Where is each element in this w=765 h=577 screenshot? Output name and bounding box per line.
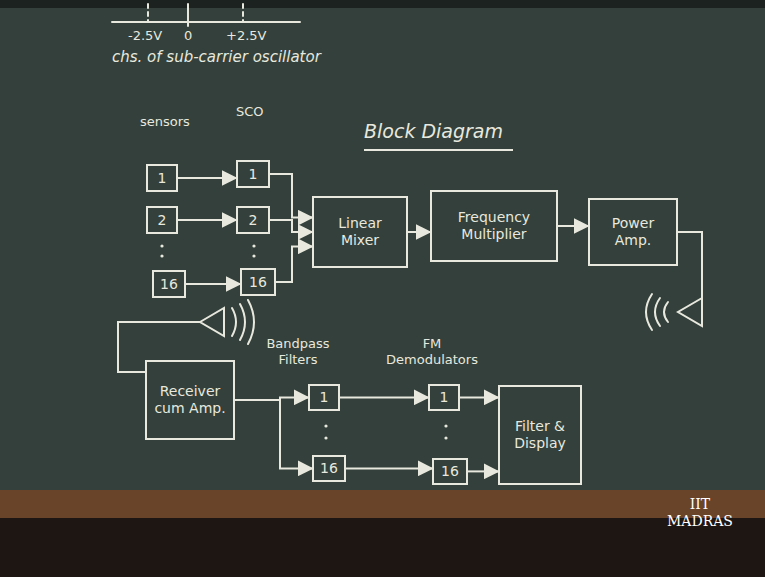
radio-waves (232, 300, 254, 344)
signal-connector (460, 396, 498, 398)
process-box: Receiver cum Amp. (145, 360, 235, 440)
antenna-symbol (200, 308, 224, 336)
node-text: 16 (160, 276, 178, 293)
node-text: 2 (249, 212, 258, 229)
ellipsis-dot (444, 436, 447, 439)
sco-box: 16 (240, 268, 276, 296)
antenna-symbol (678, 298, 702, 326)
signal-connector (270, 174, 312, 218)
axis-label: +2.5V (226, 28, 266, 44)
ellipsis-dot (252, 254, 255, 257)
ellipsis-dot (444, 424, 447, 427)
signal-connector (346, 467, 432, 469)
board-frame (0, 0, 765, 8)
sensor-box: 16 (152, 270, 186, 298)
process-box: Filter & Display (498, 385, 582, 485)
node-text: 16 (249, 274, 267, 291)
column-label: SCO (236, 104, 264, 120)
sco-box: 1 (236, 160, 270, 188)
node-text: 16 (320, 460, 338, 477)
process-box: Frequency Multiplier (430, 190, 558, 262)
axis-line (112, 21, 300, 23)
filter-box: 1 (308, 384, 340, 411)
signal-connector (468, 470, 498, 472)
chalk-ledge (0, 490, 765, 518)
demodulator-box: 16 (432, 458, 468, 485)
signal-connector (408, 231, 430, 233)
column-label: Bandpass Filters (262, 336, 334, 367)
signal-connector (186, 283, 240, 285)
axis-label: 0 (184, 28, 192, 44)
node-text: Receiver cum Amp. (152, 383, 228, 417)
antenna-feed (678, 232, 702, 298)
ellipsis-dot (160, 244, 163, 247)
diagram-title: Block Diagram (364, 120, 513, 151)
signal-connector (276, 246, 312, 282)
signal-connector (178, 219, 236, 221)
node-text: 1 (440, 389, 449, 406)
signal-connector (235, 400, 312, 468)
ellipsis-dot (324, 436, 327, 439)
node-text: 1 (320, 389, 329, 406)
signal-connector (270, 220, 312, 232)
ellipsis-dot (160, 254, 163, 257)
node-text: Frequency Multiplier (437, 209, 551, 243)
axis-label: -2.5V (128, 28, 162, 44)
node-text: 2 (158, 212, 167, 229)
filter-box: 16 (312, 455, 346, 482)
column-label: FM Demodulators (384, 336, 480, 367)
demodulator-box: 1 (428, 384, 460, 411)
dashed-guide (242, 4, 244, 22)
signal-connector (340, 396, 428, 398)
note-text: chs. of sub-carrier oscillator (112, 48, 321, 66)
radio-waves (646, 294, 668, 330)
node-text: 16 (441, 463, 459, 480)
process-box: Linear Mixer (312, 196, 408, 268)
node-text: Filter & Display (505, 418, 575, 452)
ellipsis-dot (324, 424, 327, 427)
column-label: sensors (140, 114, 190, 130)
watermark: IIT MADRAS (662, 496, 738, 530)
node-text: 1 (249, 166, 258, 183)
ellipsis-dot (252, 244, 255, 247)
axis-tick (187, 4, 189, 26)
sensor-box: 1 (146, 164, 178, 192)
signal-connector (558, 225, 588, 227)
signal-connector (178, 177, 236, 179)
floor-shadow (0, 518, 765, 577)
node-text: Linear Mixer (319, 215, 401, 249)
node-text: 1 (158, 170, 167, 187)
sensor-box: 2 (146, 206, 178, 234)
sco-box: 2 (236, 206, 270, 234)
process-box: Power Amp. (588, 198, 678, 266)
dashed-guide (147, 4, 149, 22)
node-text: Power Amp. (595, 215, 671, 249)
antenna-feed (118, 322, 200, 372)
